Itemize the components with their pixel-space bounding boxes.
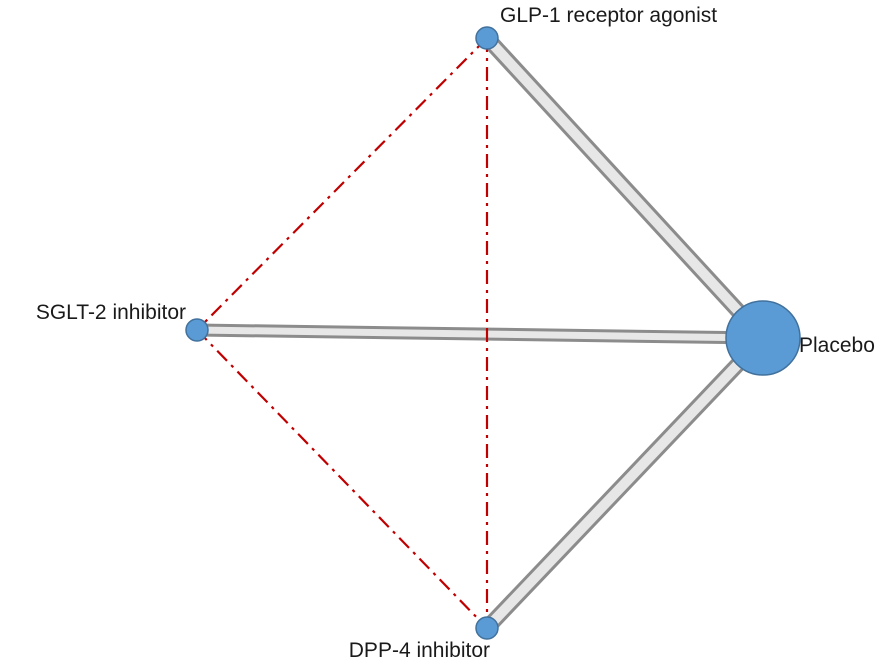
node-sglt2 — [185, 318, 209, 342]
node-placebo — [725, 300, 801, 376]
node-label-placebo: Placebo — [799, 334, 875, 357]
edge-dpp4-placebo-highlight — [483, 334, 767, 632]
node-label-sglt2: SGLT-2 inhibitor — [36, 301, 186, 324]
edge-glp1-sglt2 — [196, 37, 488, 331]
node-label-glp1: GLP-1 receptor agonist — [500, 4, 717, 27]
node-glp1 — [475, 26, 499, 50]
edge-sglt2-placebo-highlight — [196, 326, 764, 342]
edge-glp1-placebo-highlight — [483, 34, 767, 342]
node-dpp4 — [475, 616, 499, 640]
edge-sglt2-dpp4 — [196, 329, 488, 629]
node-label-dpp4: DPP-4 inhibitor — [349, 639, 490, 662]
